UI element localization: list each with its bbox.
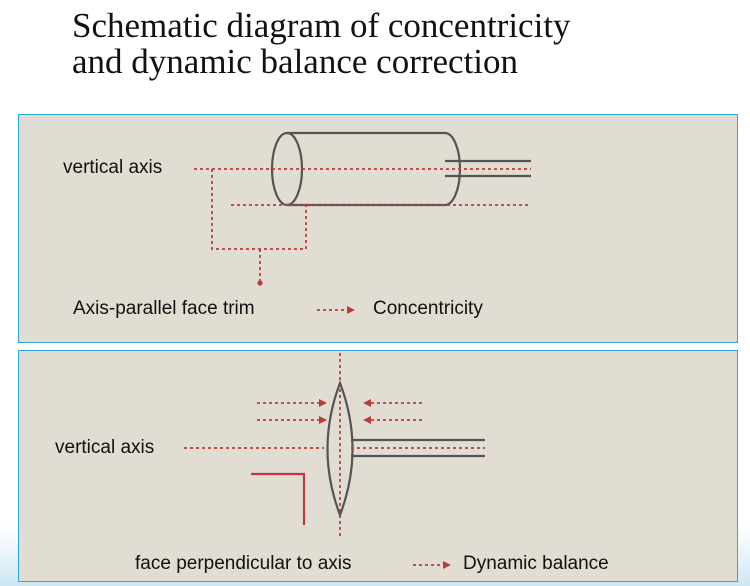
left-arrow-1-head	[319, 399, 327, 407]
trim-pointer-dot	[257, 280, 263, 286]
vertical-axis-label: vertical axis	[55, 437, 155, 458]
axis-parallel-trim-label: Axis-parallel face trim	[73, 298, 255, 319]
right-arrow-1-head	[363, 399, 371, 407]
disc-outline	[326, 379, 354, 519]
legend-arrow-head	[443, 561, 451, 569]
left-arrow-2-head	[319, 416, 327, 424]
title-line-2: and dynamic balance correction	[72, 42, 519, 81]
page-title: Schematic diagram of concentricity and d…	[72, 8, 742, 80]
face-perpendicular-label: face perpendicular to axis	[135, 553, 352, 574]
vertical-axis-label: vertical axis	[63, 157, 163, 178]
legend-arrow-head	[347, 306, 355, 314]
concentricity-label: Concentricity	[373, 298, 483, 319]
concentricity-diagram	[194, 131, 531, 314]
dynamic-balance-diagram	[184, 353, 485, 569]
right-arrow-2-head	[363, 416, 371, 424]
dynamic-balance-panel: vertical axis face perpendicular to axis…	[18, 350, 738, 582]
title-line-1: Schematic diagram of concentricity	[72, 6, 571, 45]
dynamic-balance-label: Dynamic balance	[463, 553, 609, 574]
concentricity-panel: vertical axis Axis-parallel face trim Co…	[18, 114, 738, 343]
perpendicular-face-marker	[251, 472, 306, 525]
trim-bracket	[211, 169, 307, 250]
